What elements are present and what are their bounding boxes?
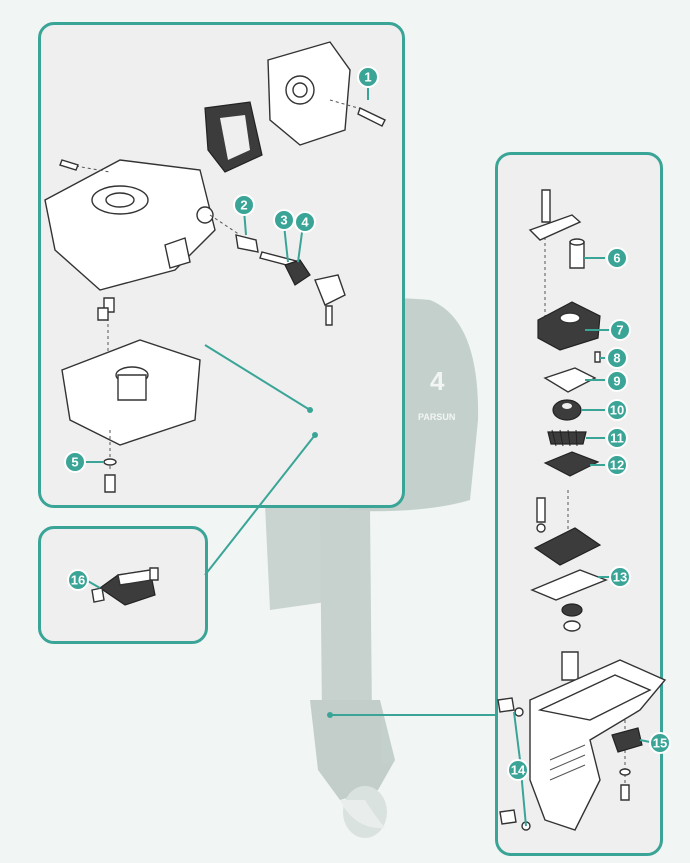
pump-bolt	[541, 189, 551, 223]
fuel-connector-part	[91, 567, 159, 606]
svg-text:8: 8	[613, 351, 620, 366]
callout-7: 7	[609, 319, 631, 341]
svg-text:6: 6	[613, 251, 620, 266]
svg-text:13: 13	[613, 570, 627, 585]
svg-text:3: 3	[280, 213, 287, 228]
callout-16: 16	[67, 569, 89, 591]
carburetor-upper-body	[267, 41, 351, 146]
svg-text:15: 15	[653, 736, 667, 751]
gearcase	[529, 659, 667, 831]
pump-insert-gasket	[543, 367, 597, 393]
lower-gasket	[530, 569, 608, 601]
small-screw	[59, 159, 79, 171]
callout-15: 15	[649, 732, 671, 754]
oil-seal-lower	[563, 620, 581, 632]
leader-carburetor-to-engine	[204, 344, 311, 411]
svg-text:14: 14	[511, 763, 526, 778]
callout-3: 3	[273, 209, 295, 231]
svg-text:5: 5	[71, 455, 78, 470]
impeller	[547, 429, 587, 447]
callout-13: 13	[609, 566, 631, 588]
callout-1: 1	[357, 66, 379, 88]
svg-text:7: 7	[616, 323, 623, 338]
callout-12: 12	[606, 454, 628, 476]
carburetor-gasket	[204, 101, 263, 173]
callout-8: 8	[606, 347, 628, 369]
bolt-clamp-plate	[528, 214, 582, 241]
svg-text:11: 11	[610, 431, 624, 446]
callout-10: 10	[606, 399, 628, 421]
drain-screw-part	[103, 430, 117, 493]
carburetor-main-body	[44, 159, 216, 291]
dowel-pin	[594, 351, 601, 363]
drain-plug-set	[497, 697, 531, 831]
svg-text:1: 1	[364, 70, 371, 85]
callout-2: 2	[233, 194, 255, 216]
engine-brand-label: PARSUN	[418, 412, 455, 422]
svg-text:12: 12	[610, 458, 624, 473]
pump-outer-plate	[543, 451, 600, 477]
svg-text:2: 2	[240, 198, 247, 213]
plate-bolt	[536, 497, 546, 523]
callout-6: 6	[606, 247, 628, 269]
svg-text:9: 9	[613, 374, 620, 389]
float-needle-part	[329, 99, 386, 127]
pump-cup	[552, 399, 582, 421]
callout-4: 4	[294, 211, 316, 233]
float-bowl	[61, 297, 201, 446]
oil-seal-upper	[561, 603, 583, 617]
main-jet-part	[209, 214, 259, 253]
pump-base-plate	[533, 527, 602, 566]
callout-5: 5	[64, 451, 86, 473]
svg-text:4: 4	[301, 215, 309, 230]
jet-holder-part	[284, 259, 346, 326]
pump-housing	[537, 301, 601, 351]
anode-plate	[611, 720, 643, 801]
svg-text:16: 16	[71, 573, 85, 588]
engine-model-number: 4	[430, 366, 445, 396]
leader-connector-to-engine	[204, 434, 316, 576]
callout-9: 9	[606, 370, 628, 392]
water-tube-grommet	[569, 238, 585, 269]
svg-text:10: 10	[610, 403, 624, 418]
callout-14: 14	[507, 759, 529, 781]
callout-11: 11	[606, 427, 628, 449]
